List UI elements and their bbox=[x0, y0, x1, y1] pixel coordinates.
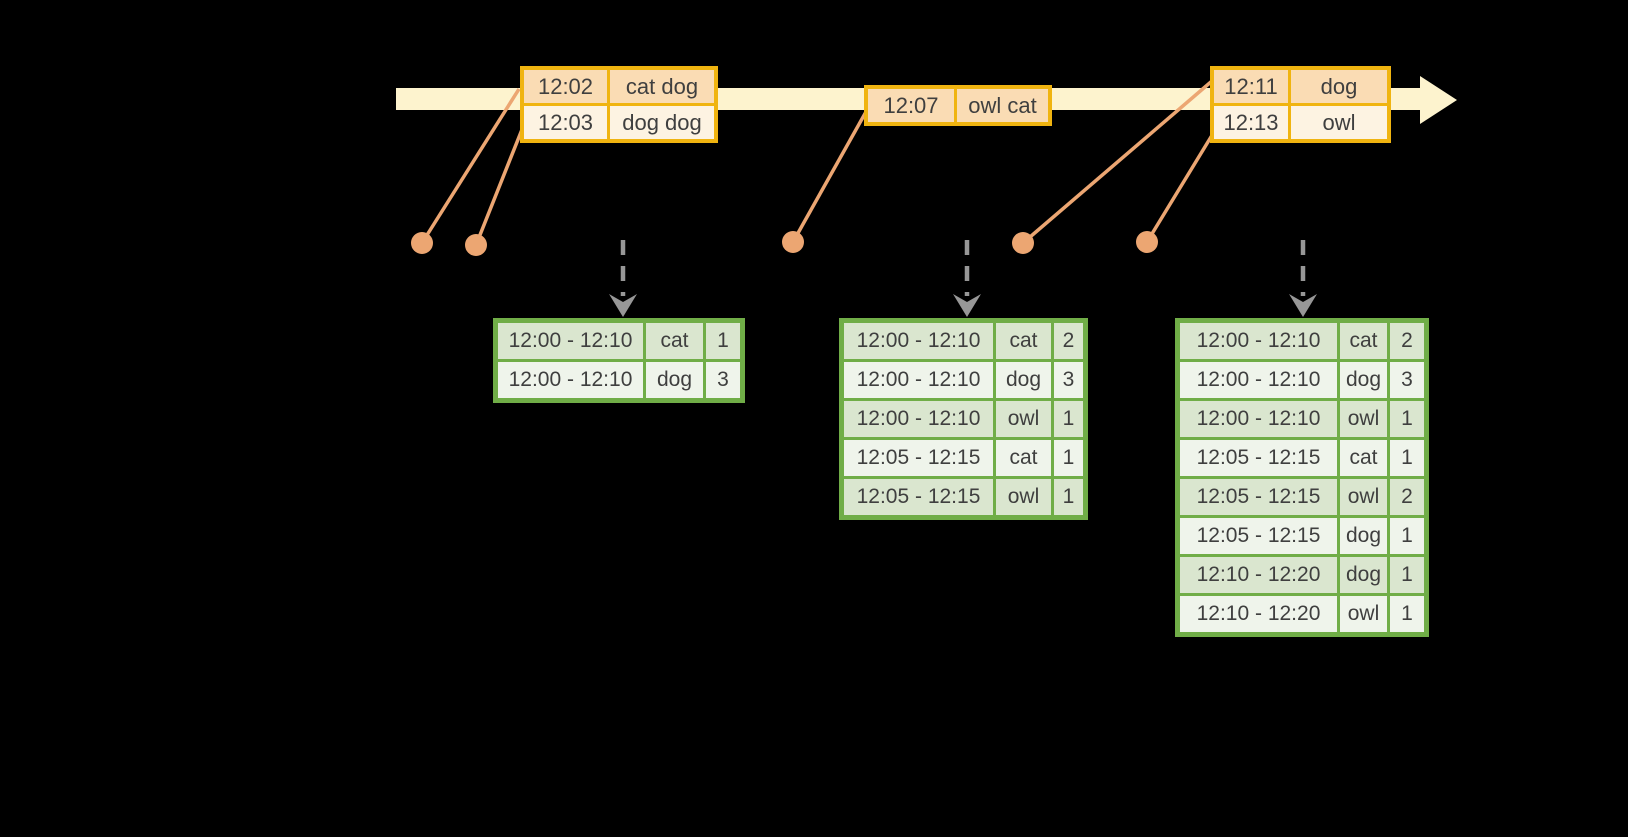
result-count-cell: 1 bbox=[1051, 398, 1087, 440]
result-window-cell: 12:00 - 12:10 bbox=[840, 359, 996, 401]
result-word-cell: owl bbox=[993, 398, 1054, 440]
event-row: 12:11 dog bbox=[1214, 70, 1387, 103]
event-time: 12:03 bbox=[524, 106, 610, 139]
trigger-arrow-1 bbox=[609, 240, 637, 317]
event-words: dog bbox=[1320, 73, 1358, 99]
event-dot-1 bbox=[411, 232, 433, 254]
result-window-cell: 12:10 - 12:20 bbox=[1176, 593, 1340, 636]
result-count-cell: 1 bbox=[1387, 593, 1428, 636]
event-words: dog dog bbox=[622, 109, 702, 135]
event-connector-line-2 bbox=[474, 126, 525, 246]
trigger-arrow-3 bbox=[1289, 240, 1317, 317]
event-dot-2 bbox=[465, 234, 487, 256]
result-count-cell: 2 bbox=[1387, 319, 1428, 362]
result-window-cell: 12:05 - 12:15 bbox=[1176, 437, 1340, 479]
event-row: 12:13 owl bbox=[1214, 103, 1387, 139]
result-window-cell: 12:05 - 12:15 bbox=[1176, 515, 1340, 557]
event-connector-line-4 bbox=[1021, 79, 1214, 245]
result-count-cell: 3 bbox=[1387, 359, 1428, 401]
result-count-cell: 1 bbox=[1387, 437, 1428, 479]
result-word-cell: owl bbox=[993, 476, 1054, 519]
event-time: 12:02 bbox=[524, 70, 610, 103]
result-window-cell: 12:00 - 12:10 bbox=[1176, 359, 1340, 401]
event-row: 12:03 dog dog bbox=[524, 103, 714, 139]
event-time: 12:11 bbox=[1214, 70, 1291, 103]
trigger-arrow-head-icon bbox=[609, 294, 637, 317]
result-word-cell: dog bbox=[643, 359, 706, 402]
result-window-cell: 12:05 - 12:15 bbox=[1176, 476, 1340, 518]
result-window-cell: 12:00 - 12:10 bbox=[1176, 319, 1340, 362]
event-words: owl cat bbox=[968, 92, 1037, 118]
trigger-arrow-2 bbox=[953, 240, 981, 317]
result-count-cell: 1 bbox=[1387, 515, 1428, 557]
result-word-cell: dog bbox=[1337, 554, 1390, 596]
event-row: 12:07 owl cat bbox=[868, 89, 1048, 122]
event-words: cat dog bbox=[625, 73, 699, 99]
result-window-cell: 12:00 - 12:10 bbox=[840, 398, 996, 440]
event-dot-3 bbox=[782, 231, 804, 253]
result-word-cell: cat bbox=[1337, 437, 1390, 479]
event-batch-1: 12:02 cat dog 12:03 dog dog bbox=[520, 66, 718, 143]
result-count-cell: 2 bbox=[1051, 319, 1087, 362]
event-batch-2: 12:07 owl cat bbox=[864, 85, 1052, 126]
result-count-cell: 1 bbox=[1051, 476, 1087, 519]
result-word-cell: cat bbox=[643, 319, 706, 362]
result-word-cell: cat bbox=[1337, 319, 1390, 362]
result-count-cell: 1 bbox=[703, 319, 744, 362]
result-count-cell: 1 bbox=[1387, 554, 1428, 596]
result-window-cell: 12:05 - 12:15 bbox=[840, 476, 996, 519]
result-window-cell: 12:00 - 12:10 bbox=[494, 319, 646, 362]
result-word-cell: dog bbox=[1337, 359, 1390, 401]
event-words: owl bbox=[1322, 109, 1356, 135]
event-connector-line-3 bbox=[791, 109, 869, 243]
result-word-cell: cat bbox=[993, 319, 1054, 362]
result-word-cell: dog bbox=[1337, 515, 1390, 557]
result-count-cell: 2 bbox=[1387, 476, 1428, 518]
event-connector-line-5 bbox=[1145, 131, 1216, 243]
result-word-cell: owl bbox=[1337, 476, 1390, 518]
event-connector-line-1 bbox=[420, 88, 521, 244]
event-batch-3: 12:11 dog 12:13 owl bbox=[1210, 66, 1391, 143]
event-time: 12:07 bbox=[868, 89, 957, 122]
trigger-arrow-head-icon bbox=[1289, 294, 1317, 317]
result-count-cell: 1 bbox=[1387, 398, 1428, 440]
result-word-cell: dog bbox=[993, 359, 1054, 401]
result-count-cell: 3 bbox=[1051, 359, 1087, 401]
trigger-arrow-head-icon bbox=[953, 294, 981, 317]
event-time: 12:13 bbox=[1214, 106, 1291, 139]
result-word-cell: owl bbox=[1337, 398, 1390, 440]
result-count-cell: 3 bbox=[703, 359, 744, 402]
event-dot-4 bbox=[1012, 232, 1034, 254]
result-window-cell: 12:10 - 12:20 bbox=[1176, 554, 1340, 596]
result-word-cell: owl bbox=[1337, 593, 1390, 636]
result-window-cell: 12:00 - 12:10 bbox=[494, 359, 646, 402]
result-count-cell: 1 bbox=[1051, 437, 1087, 479]
result-window-cell: 12:00 - 12:10 bbox=[1176, 398, 1340, 440]
result-word-cell: cat bbox=[993, 437, 1054, 479]
event-dot-5 bbox=[1136, 231, 1158, 253]
result-window-cell: 12:00 - 12:10 bbox=[840, 319, 996, 362]
event-row: 12:02 cat dog bbox=[524, 70, 714, 103]
result-window-cell: 12:05 - 12:15 bbox=[840, 437, 996, 479]
